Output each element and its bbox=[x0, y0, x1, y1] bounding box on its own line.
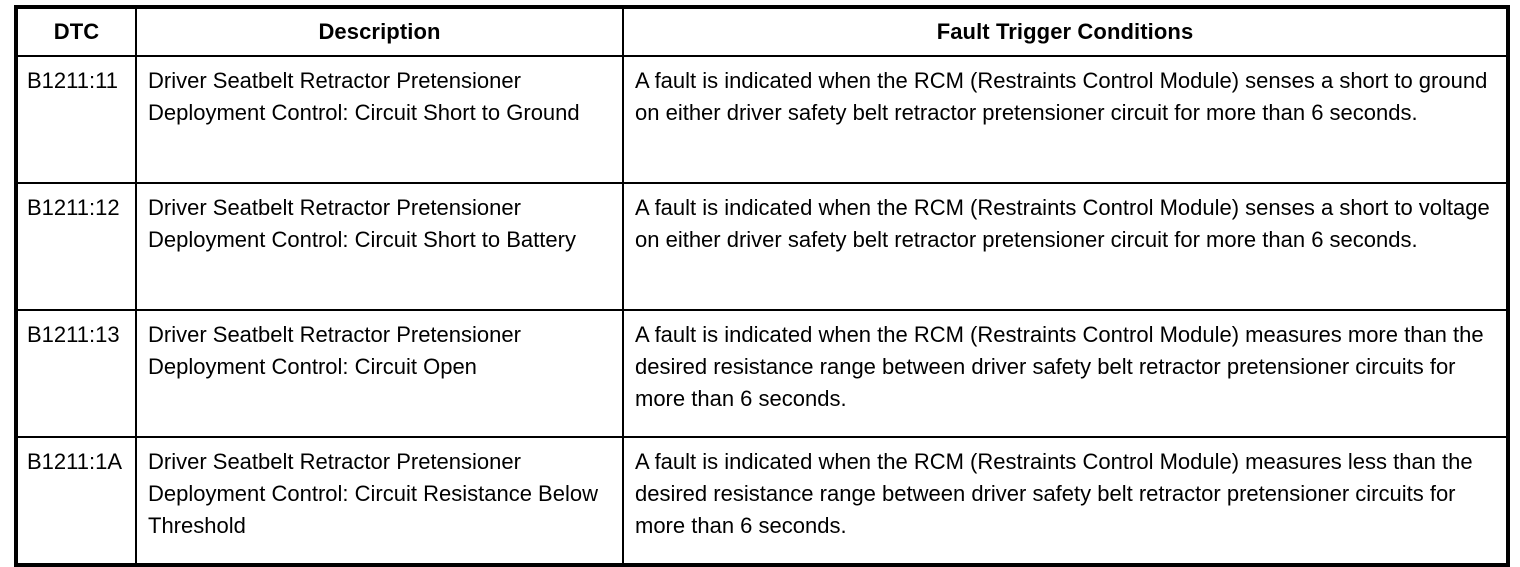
cell-description: Driver Seatbelt Retractor Pretensioner D… bbox=[135, 436, 624, 566]
column-header-conditions: Fault Trigger Conditions bbox=[622, 6, 1509, 57]
cell-dtc-code: B1211:13 bbox=[15, 309, 137, 438]
cell-fault-trigger-conditions: A fault is indicated when the RCM (Restr… bbox=[622, 55, 1509, 184]
table-body: B1211:11 Driver Seatbelt Retractor Prete… bbox=[15, 55, 1509, 566]
column-header-description: Description bbox=[135, 6, 624, 57]
table-row: B1211:12 Driver Seatbelt Retractor Prete… bbox=[15, 182, 1509, 311]
table-row: B1211:1A Driver Seatbelt Retractor Prete… bbox=[15, 436, 1509, 566]
cell-dtc-code: B1211:11 bbox=[15, 55, 137, 184]
column-header-dtc: DTC bbox=[15, 6, 137, 57]
dtc-table-container: DTC Description Fault Trigger Conditions… bbox=[14, 5, 1510, 567]
cell-fault-trigger-conditions: A fault is indicated when the RCM (Restr… bbox=[622, 309, 1509, 438]
cell-dtc-code: B1211:1A bbox=[15, 436, 137, 566]
dtc-fault-table: DTC Description Fault Trigger Conditions… bbox=[14, 5, 1510, 567]
cell-dtc-code: B1211:12 bbox=[15, 182, 137, 311]
cell-description: Driver Seatbelt Retractor Pretensioner D… bbox=[135, 309, 624, 438]
table-row: B1211:13 Driver Seatbelt Retractor Prete… bbox=[15, 309, 1509, 438]
cell-description: Driver Seatbelt Retractor Pretensioner D… bbox=[135, 182, 624, 311]
cell-fault-trigger-conditions: A fault is indicated when the RCM (Restr… bbox=[622, 436, 1509, 566]
header-row: DTC Description Fault Trigger Conditions bbox=[15, 6, 1509, 57]
cell-description: Driver Seatbelt Retractor Pretensioner D… bbox=[135, 55, 624, 184]
table-row: B1211:11 Driver Seatbelt Retractor Prete… bbox=[15, 55, 1509, 184]
table-header: DTC Description Fault Trigger Conditions bbox=[15, 6, 1509, 57]
cell-fault-trigger-conditions: A fault is indicated when the RCM (Restr… bbox=[622, 182, 1509, 311]
